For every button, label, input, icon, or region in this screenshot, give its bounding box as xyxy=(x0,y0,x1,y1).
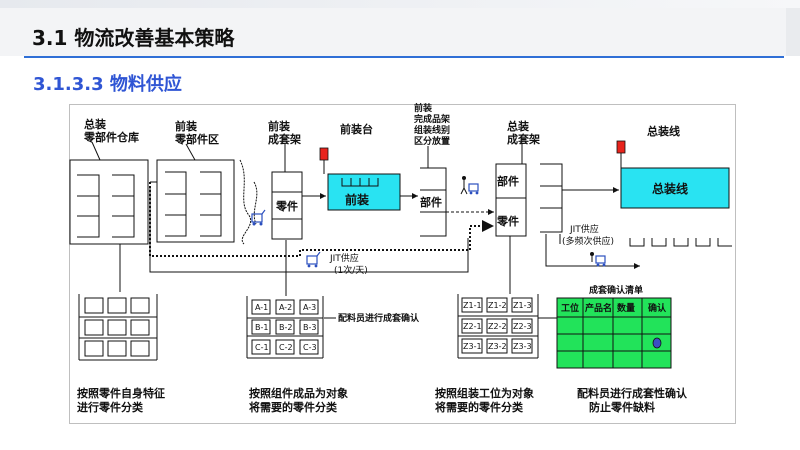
detail-rack-b xyxy=(246,296,324,359)
detail-rack-c xyxy=(457,294,539,359)
front-station-slots xyxy=(341,178,379,187)
bin-b-C2: C-2 xyxy=(279,343,293,352)
checklist-header-station: 工位 xyxy=(561,302,579,314)
bin-b-A3: A-3 xyxy=(303,303,316,312)
checklist-table xyxy=(556,297,672,369)
leader-main-warehouse xyxy=(91,141,101,161)
assembly-line-box xyxy=(620,167,730,209)
kitting-note: 配料员进行成套确认 xyxy=(338,312,420,324)
header-top-rule xyxy=(0,0,800,8)
front-parts-box xyxy=(156,159,235,243)
bin-b-A1: A-1 xyxy=(255,303,268,312)
assembly-line-label: 总装线 xyxy=(652,181,688,196)
label-front-finished-3: 组装线别 xyxy=(414,124,450,136)
checklist-header-qty: 数量 xyxy=(617,302,635,314)
bin-b-A2: A-2 xyxy=(279,303,292,312)
diagram-frame xyxy=(69,104,736,424)
detail-rack-a xyxy=(78,294,158,361)
caption-3-line-1: 按照组装工位为对象 xyxy=(435,386,534,400)
caption-1-line-2: 进行零件分类 xyxy=(77,400,144,414)
caption-2-line-1: 按照组件成品为对象 xyxy=(249,386,348,400)
jit-multi-route xyxy=(545,234,640,269)
header-band xyxy=(0,8,800,56)
front-kit-rack-box xyxy=(271,171,303,240)
assembly-side-bins xyxy=(629,238,732,247)
picking-route xyxy=(239,159,258,245)
page-title: 3.1 物流改善基本策略 xyxy=(32,26,235,50)
caption-3-line-2: 将需要的零件分类 xyxy=(435,400,524,414)
cart-icon xyxy=(251,209,266,226)
bin-c-Z23: Z2-3 xyxy=(513,322,532,331)
jit-label-2: JIT供应 xyxy=(569,223,599,235)
caption-2-line-2: 将需要的零件分类 xyxy=(249,400,338,414)
jit-label-1-freq: (1次/天) xyxy=(334,264,368,276)
bin-c-Z13: Z1-3 xyxy=(513,301,532,310)
front-station-label: 前装 xyxy=(345,192,369,207)
label-assembly-kit-1: 总装 xyxy=(507,119,529,133)
parts-tag-4: 零件 xyxy=(496,214,519,228)
bin-c-Z33: Z3-3 xyxy=(513,342,532,351)
bin-b-C3: C-3 xyxy=(303,343,317,352)
bin-b-C1: C-1 xyxy=(255,343,269,352)
label-front-kit-2: 成套架 xyxy=(268,132,301,146)
bin-c-Z32: Z3-2 xyxy=(488,342,507,351)
front-station-box xyxy=(327,173,401,211)
jit-label-2-freq: (多频次供应) xyxy=(562,235,614,247)
parts-tag-3: 部件 xyxy=(497,174,519,188)
checklist-title: 成套确认清单 xyxy=(589,284,643,296)
bin-b-B1: B-1 xyxy=(255,323,268,332)
main-warehouse-shelves xyxy=(77,174,135,238)
jit-cart-icon-1 xyxy=(306,251,321,268)
label-main-warehouse-2: 零部件仓库 xyxy=(83,130,139,144)
label-front-finished-1: 前装 xyxy=(414,102,433,114)
label-front-kit-1: 前装 xyxy=(268,119,290,133)
caption-1-line-1: 按照零件自身特征 xyxy=(77,386,165,400)
bin-c-Z21: Z2-1 xyxy=(463,322,482,331)
check-mark xyxy=(652,337,662,349)
assembly-kit-side-rack xyxy=(540,163,563,233)
bin-c-Z31: Z3-1 xyxy=(463,342,482,351)
bin-c-Z12: Z1-2 xyxy=(488,301,507,310)
bin-b-B3: B-3 xyxy=(303,323,316,332)
label-front-parts-1: 前装 xyxy=(175,119,197,133)
caption-4-line-1: 配料员进行成套性确认 xyxy=(577,386,688,400)
label-assembly-kit-2: 成套架 xyxy=(507,132,540,146)
red-flag-2 xyxy=(616,140,626,154)
jit-solid-route xyxy=(149,186,469,273)
label-front-finished-4: 区分放置 xyxy=(414,135,450,147)
main-warehouse-box xyxy=(69,159,149,245)
label-main-warehouse-1: 总装 xyxy=(84,117,106,131)
section-title: 3.1.3.3 物料供应 xyxy=(33,74,182,95)
parts-tag-1: 零件 xyxy=(275,199,298,213)
title-underline xyxy=(24,56,784,58)
checklist-header-confirm: 确认 xyxy=(648,302,667,314)
bin-c-Z22: Z2-2 xyxy=(488,322,507,331)
assembly-kit-rack xyxy=(495,163,527,237)
label-front-parts-2: 零部件区 xyxy=(174,132,219,146)
leader-front-parts xyxy=(185,143,196,161)
header-right-tab xyxy=(786,8,800,56)
red-flag-1 xyxy=(319,147,329,161)
jit-dotted-route xyxy=(149,182,494,257)
label-assembly-line-top: 总装线 xyxy=(647,124,680,138)
parts-tag-2: 部件 xyxy=(420,195,442,209)
checklist-header-product: 产品名 xyxy=(585,302,612,314)
jit-cart-icon-2 xyxy=(590,252,606,267)
bin-b-B2: B-2 xyxy=(279,323,292,332)
front-parts-shelves xyxy=(165,171,222,237)
label-front-finished-2: 完成品架 xyxy=(414,113,450,125)
jit-label-1: JIT供应 xyxy=(329,252,359,264)
worker-cart-icon xyxy=(460,176,479,195)
caption-4-line-2: 防止零件缺料 xyxy=(589,400,655,414)
front-finished-rack xyxy=(420,167,447,237)
bin-c-Z11: Z1-1 xyxy=(463,301,482,310)
label-front-station: 前装台 xyxy=(340,122,373,136)
